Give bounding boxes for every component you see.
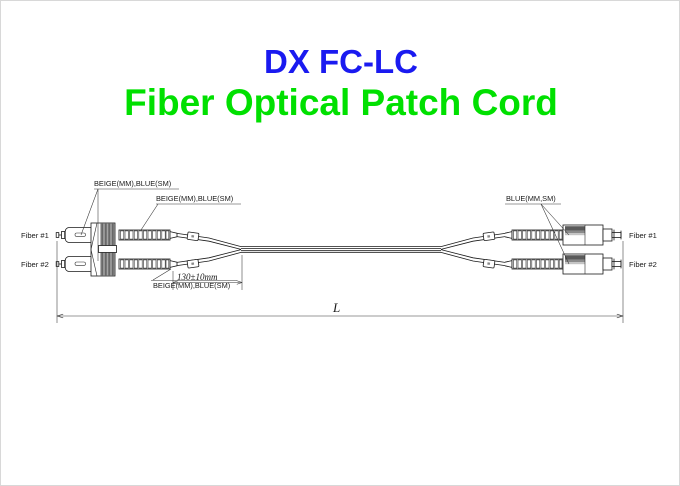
label-lc-boot-top-text: BEIGE(MM),BLUE(SM)	[156, 194, 233, 203]
lc-boot-bottom	[118, 258, 178, 270]
duplex-cable-midsection	[241, 246, 441, 253]
right-cable-legs	[440, 233, 506, 266]
fc-connector-bottom	[562, 253, 622, 275]
dimension-overall-length: L	[56, 241, 624, 323]
port-label-left-top: Fiber #1	[21, 231, 49, 240]
patch-cord-technical-drawing: BEIGE(MM),BLUE(SM) BEIGE(MM),BLUE(SM) BE…	[1, 151, 679, 331]
dimension-breakout-length: 130±10mm	[172, 255, 243, 290]
label-fc-connector-text: BLUE(MM,SM)	[506, 194, 556, 203]
drawing-svg: BEIGE(MM),BLUE(SM) BEIGE(MM),BLUE(SM) BE…	[21, 179, 657, 323]
lc-duplex-clip-housing	[90, 222, 117, 277]
fc-boot-top	[504, 229, 564, 241]
label-lc-boot-bottom-text: BEIGE(MM),BLUE(SM)	[153, 281, 230, 290]
title-block: DX FC-LC Fiber Optical Patch Cord	[1, 43, 679, 123]
right-leg-markers	[482, 231, 496, 269]
left-ferrule-tips	[55, 231, 66, 268]
port-label-right-top: Fiber #1	[629, 231, 657, 240]
label-fc-connector: BLUE(MM,SM)	[505, 194, 570, 265]
left-leg-markers	[186, 231, 200, 269]
label-lc-boot-top: BEIGE(MM),BLUE(SM)	[140, 194, 241, 231]
product-code-title: DX FC-LC	[264, 43, 418, 80]
lc-connector-bottom	[64, 256, 98, 272]
label-lc-jacket-top-text: BEIGE(MM),BLUE(SM)	[94, 179, 171, 188]
lc-boot-top	[118, 229, 178, 241]
dimension-overall-length-text: L	[332, 300, 340, 315]
port-label-left-bottom: Fiber #2	[21, 260, 49, 269]
label-lc-jacket-top: BEIGE(MM),BLUE(SM)	[80, 179, 179, 261]
port-label-right-bottom: Fiber #2	[629, 260, 657, 269]
label-lc-boot-bottom: BEIGE(MM),BLUE(SM)	[151, 268, 237, 290]
left-cable-legs	[176, 233, 242, 266]
dimension-breakout-length-text: 130±10mm	[177, 272, 218, 282]
fc-connector-top	[562, 224, 622, 246]
product-name-title: Fiber Optical Patch Cord	[124, 82, 558, 123]
fc-boot-bottom	[504, 258, 564, 270]
